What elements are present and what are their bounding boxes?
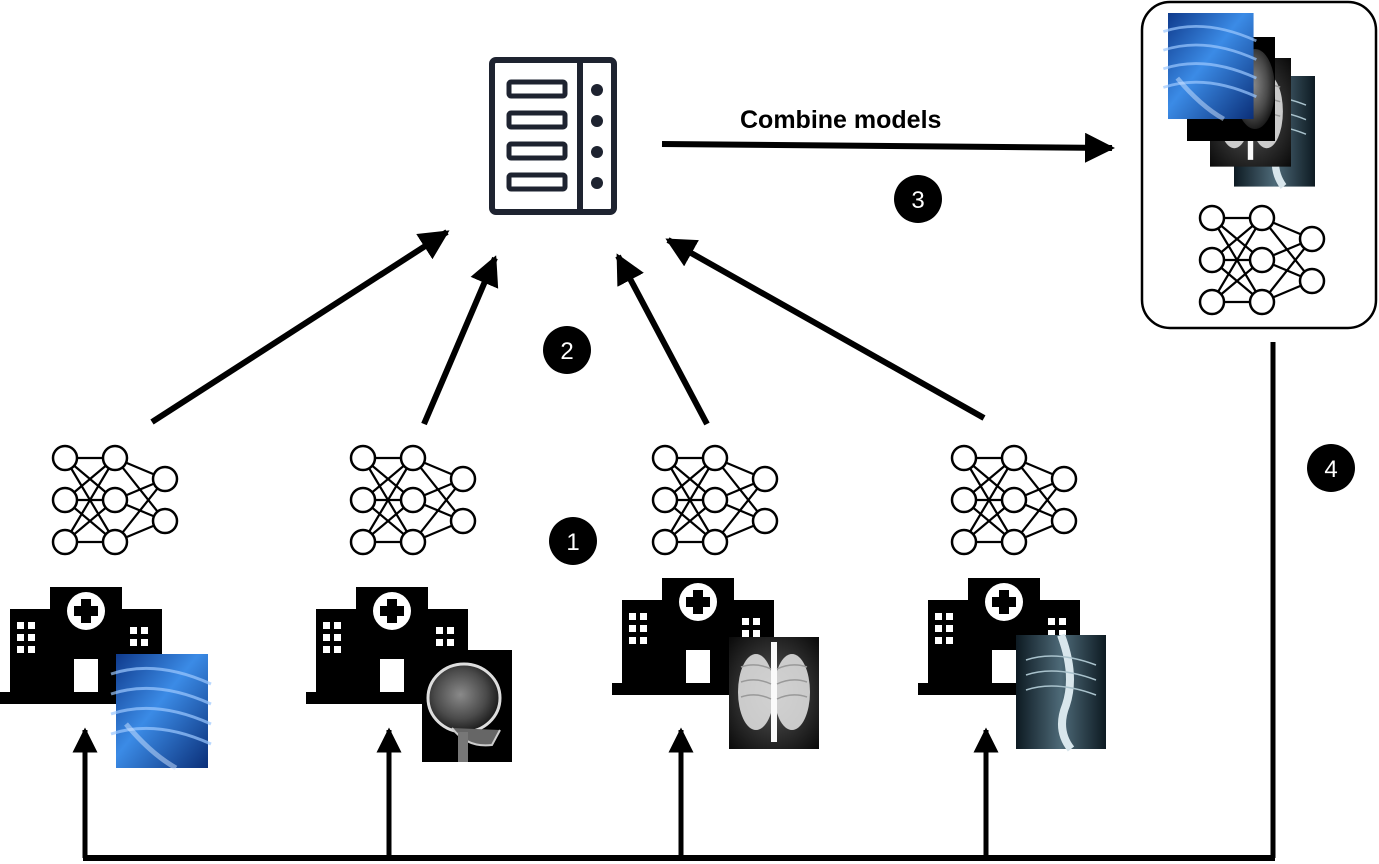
step-badge-4: 4 [1307, 444, 1355, 492]
local-neural-network-icon-1 [51, 444, 179, 556]
xray-image-spine [1016, 635, 1106, 749]
upload-arrow-2 [421, 255, 499, 426]
server-icon [489, 57, 617, 215]
svg-text:3: 3 [911, 187, 924, 214]
xray-image-chest [728, 636, 820, 750]
global-model-box [1140, 0, 1378, 330]
svg-text:4: 4 [1324, 456, 1337, 483]
local-neural-network-icon-3 [651, 444, 779, 556]
svg-text:2: 2 [560, 338, 573, 365]
upload-arrow-4 [665, 237, 986, 421]
svg-text:1: 1 [566, 529, 579, 556]
step-badge-2: 2 [543, 326, 591, 374]
combine-arrow [661, 132, 1115, 163]
step-badge-3: 3 [894, 175, 942, 223]
combine-models-label: Combine models [740, 106, 941, 134]
step-badge-1: 1 [549, 517, 597, 565]
upload-arrow-3 [615, 253, 710, 426]
xray-image-skull [420, 648, 514, 764]
local-neural-network-icon-2 [349, 444, 477, 556]
xray-stack [1163, 13, 1315, 187]
local-neural-network-icon-4 [950, 444, 1078, 556]
upload-arrow-1 [150, 229, 450, 425]
xray-image-chest-blue [111, 654, 211, 768]
